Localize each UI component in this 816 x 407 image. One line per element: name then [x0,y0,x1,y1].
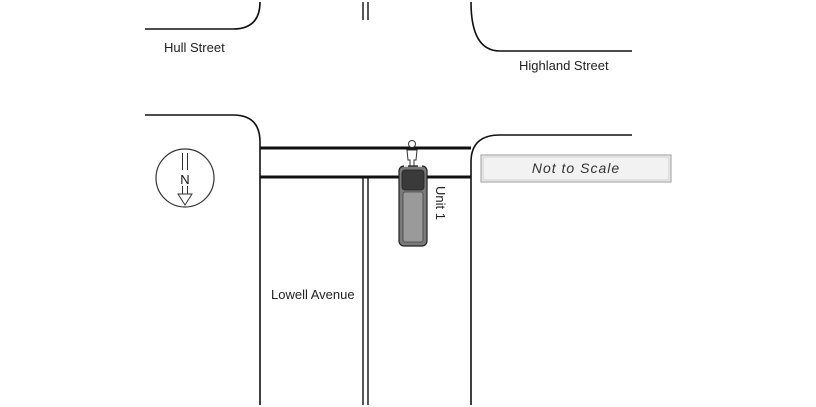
hull-street-label: Hull Street [164,40,225,55]
rear-window [402,191,424,243]
north-arrow-icon [177,193,193,206]
lowell-avenue-label: Lowell Avenue [271,287,355,302]
not-to-scale-banner: Not to Scale [480,154,672,183]
north-compass: N [155,148,215,208]
curb-top-right [470,1,632,52]
curb-top-left [145,1,261,30]
vehicle-unit-1 [398,165,428,247]
compass-letter: N [180,172,189,187]
windshield [401,169,425,191]
pedestrian-icon [406,140,418,169]
unit-1-label: Unit 1 [433,186,448,220]
curb-bottom-right [470,134,632,405]
curb-bottom-left [145,114,261,405]
not-to-scale-text: Not to Scale [532,160,620,176]
highland-street-label: Highland Street [519,58,609,73]
